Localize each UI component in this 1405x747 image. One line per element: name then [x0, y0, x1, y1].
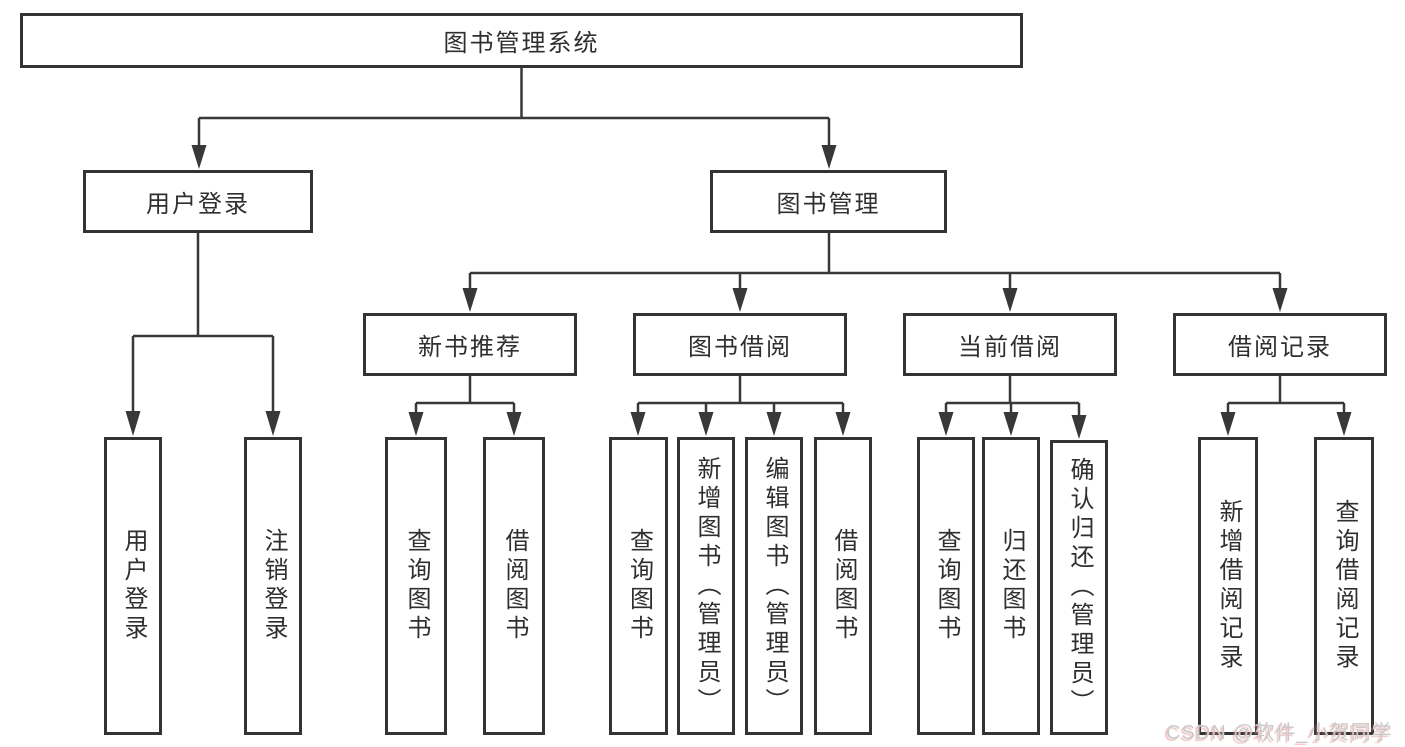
leaf-current-query-books: 查询图书: [917, 437, 975, 735]
leaf-confirm-return-admin-label: 确认归还（管理员）: [1066, 457, 1093, 718]
leaf-return-books: 归还图书: [982, 437, 1040, 735]
leaf-edit-books-admin-label: 编辑图书（管理员）: [761, 455, 788, 717]
node-new-book-recommend: 新书推荐: [363, 313, 577, 376]
leaf-logout: 注销登录: [244, 437, 302, 735]
leaf-recommend-query-books: 查询图书: [385, 437, 447, 735]
leaf-recommend-borrow-books: 借阅图书: [483, 437, 545, 735]
node-root-system: 图书管理系统: [20, 13, 1023, 68]
node-book-borrowing: 图书借阅: [633, 313, 847, 376]
node-book-management: 图书管理: [710, 170, 947, 233]
leaf-recommend-borrow-books-label: 借阅图书: [501, 528, 528, 644]
leaf-add-borrow-record: 新增借阅记录: [1198, 437, 1258, 735]
node-user-login: 用户登录: [83, 170, 313, 233]
leaf-borrowing-query-books-label: 查询图书: [625, 528, 653, 644]
leaf-query-borrow-record-label: 查询借阅记录: [1331, 499, 1358, 673]
leaf-confirm-return-admin: 确认归还（管理员）: [1050, 440, 1108, 735]
leaf-add-books-admin-label: 新增图书（管理员）: [693, 455, 720, 717]
node-borrow-records: 借阅记录: [1173, 313, 1387, 376]
leaf-borrow-books-label: 借阅图书: [830, 528, 857, 644]
leaf-edit-books-admin: 编辑图书（管理员）: [745, 437, 803, 735]
leaf-user-login-label: 用户登录: [120, 528, 147, 644]
csdn-watermark: CSDN @软件_小贺同学: [1166, 722, 1393, 744]
leaf-current-query-books-label: 查询图书: [933, 528, 960, 644]
leaf-borrow-books: 借阅图书: [814, 437, 872, 735]
leaf-query-borrow-record: 查询借阅记录: [1314, 437, 1374, 735]
leaf-borrowing-query-books: 查询图书: [609, 437, 668, 735]
leaf-user-login: 用户登录: [104, 437, 162, 735]
leaf-add-borrow-record-label: 新增借阅记录: [1215, 499, 1242, 673]
leaf-recommend-query-books-label: 查询图书: [403, 528, 430, 644]
leaf-logout-label: 注销登录: [260, 528, 287, 644]
node-current-borrowing: 当前借阅: [903, 313, 1117, 376]
leaf-add-books-admin: 新增图书（管理员）: [677, 437, 735, 735]
leaf-return-books-label: 归还图书: [998, 528, 1025, 644]
